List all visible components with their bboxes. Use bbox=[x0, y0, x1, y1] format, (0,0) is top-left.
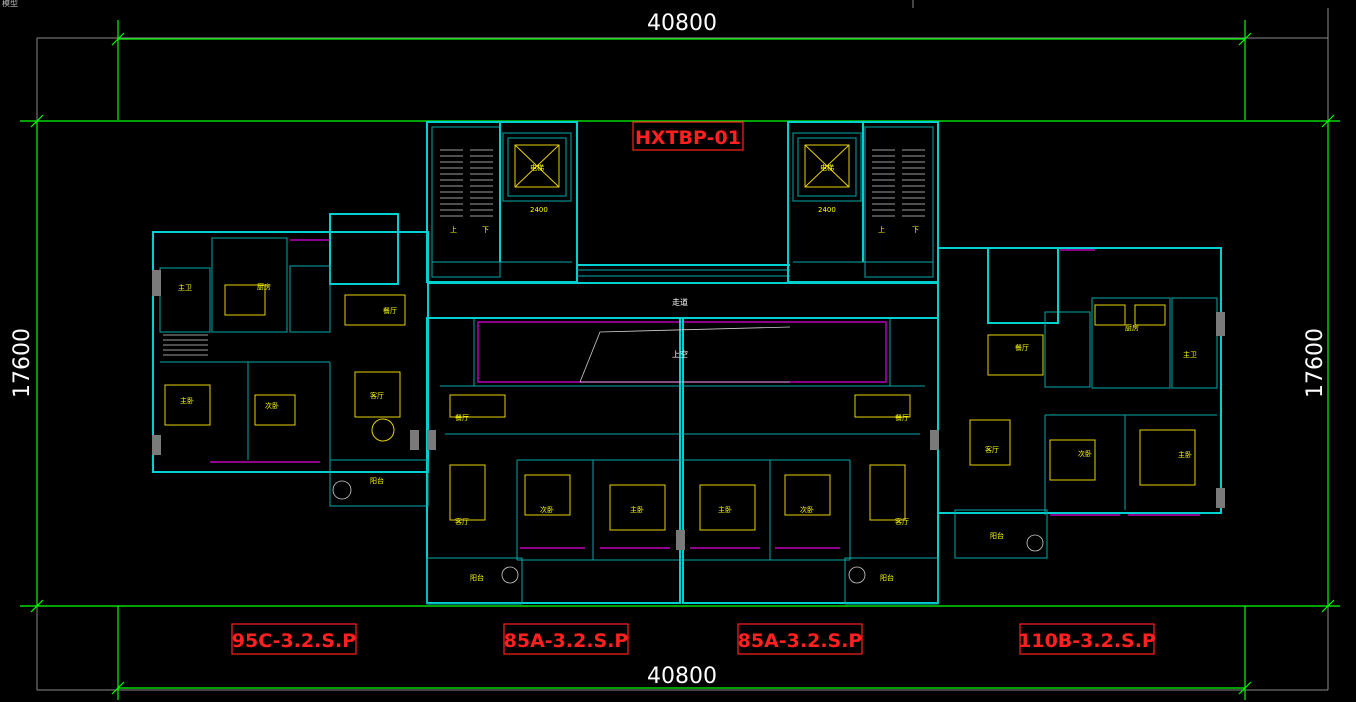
label-u2-bedroom-2: 次卧 bbox=[540, 505, 554, 514]
label-u1-bath: 主卫 bbox=[178, 283, 192, 292]
unit-tag-box-2 bbox=[503, 623, 629, 655]
label-u4-balcony: 阳台 bbox=[990, 531, 1004, 540]
label-u4-dining: 餐厅 bbox=[1015, 343, 1029, 352]
building-walls bbox=[152, 121, 1222, 605]
label-elevator-right: 电梯 bbox=[820, 163, 834, 172]
label-shaft-width-right: 2400 bbox=[818, 206, 836, 214]
label-u1-bedroom-main: 主卧 bbox=[180, 396, 194, 405]
label-u4-kitchen: 厨房 bbox=[1125, 323, 1139, 332]
label-corridor: 走道 bbox=[672, 297, 688, 307]
label-u1-kitchen: 厨房 bbox=[257, 282, 271, 291]
left-height-dimension: 17600 bbox=[10, 328, 35, 398]
label-stair-up-left: 上 bbox=[450, 225, 457, 234]
label-stair-down-left: 下 bbox=[482, 226, 489, 234]
label-u2-dining: 餐厅 bbox=[455, 413, 469, 422]
label-u2-bedroom-main: 主卧 bbox=[630, 505, 644, 514]
label-stair-up-right: 上 bbox=[878, 225, 885, 234]
unit-tag-4: 110B-3.2.S.P bbox=[1018, 630, 1156, 652]
furniture bbox=[164, 284, 1196, 531]
unit-tag-box-1 bbox=[231, 623, 357, 655]
label-u3-dining: 餐厅 bbox=[895, 413, 909, 422]
top-width-dimension: 40800 bbox=[647, 11, 717, 36]
label-shaft-width-left: 2400 bbox=[530, 206, 548, 214]
label-u4-living: 客厅 bbox=[985, 445, 999, 454]
corner-label: 模型 bbox=[2, 0, 18, 8]
label-u3-balcony: 阳台 bbox=[880, 573, 894, 582]
label-u2-balcony: 阳台 bbox=[470, 573, 484, 582]
label-u1-dining: 餐厅 bbox=[383, 306, 397, 315]
label-u3-bedroom-2: 次卧 bbox=[800, 505, 814, 514]
label-u4-bedroom-main: 主卧 bbox=[1178, 450, 1192, 459]
structural-columns bbox=[152, 270, 1225, 550]
label-u4-bedroom-2: 次卧 bbox=[1078, 449, 1092, 458]
label-u2-living: 客厅 bbox=[455, 517, 469, 526]
room-labels: 走道 上空 主卧 次卧 客厅 餐厅 厨房 主卫 阳台 客厅 餐厅 主卧 次卧 阳… bbox=[178, 163, 1197, 582]
label-u1-living: 客厅 bbox=[370, 391, 384, 400]
label-u3-living: 客厅 bbox=[895, 517, 909, 526]
windows bbox=[210, 239, 1200, 549]
building-tag: HXTBP-01 bbox=[635, 127, 741, 149]
building-tag-box bbox=[632, 121, 744, 151]
dimension-lines bbox=[20, 20, 1340, 700]
label-stair-down-right: 下 bbox=[912, 226, 919, 234]
unit-tag-1: 95C-3.2.S.P bbox=[232, 630, 356, 652]
right-height-dimension: 17600 bbox=[1303, 328, 1328, 398]
label-u1-bedroom-2: 次卧 bbox=[265, 401, 279, 410]
unit-tag-2: 85A-3.2.S.P bbox=[504, 630, 629, 652]
label-elevator-left: 电梯 bbox=[530, 163, 544, 172]
unit-tag-box-3 bbox=[737, 623, 863, 655]
label-void: 上空 bbox=[672, 349, 688, 359]
room-details bbox=[332, 326, 1044, 584]
label-u4-bath: 主卫 bbox=[1183, 350, 1197, 359]
unit-tag-3: 85A-3.2.S.P bbox=[738, 630, 863, 652]
unit-tag-box-4 bbox=[1019, 623, 1155, 655]
label-u1-balcony: 阳台 bbox=[370, 476, 384, 485]
stair-treads bbox=[163, 149, 925, 356]
label-u3-bedroom-main: 主卧 bbox=[718, 505, 732, 514]
bottom-width-dimension: 40800 bbox=[647, 664, 717, 689]
elevator-cars bbox=[514, 144, 850, 188]
